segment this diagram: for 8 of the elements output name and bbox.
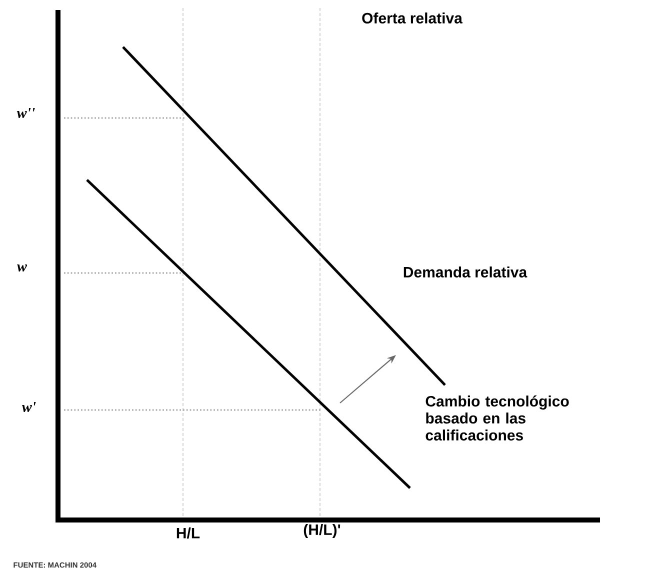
curve-label: Demanda relativa [404, 266, 528, 278]
axis-label: w'' [16, 108, 35, 118]
tick-label: H/L [176, 527, 200, 539]
annotation: Cambio tecnológico basado en las calificaciones [426, 395, 569, 441]
tick-label: (H/L)' [304, 524, 340, 538]
axis-label: w [17, 264, 28, 272]
curve-label: Oferta relativa [362, 12, 463, 24]
axis-label: w' [22, 402, 36, 412]
